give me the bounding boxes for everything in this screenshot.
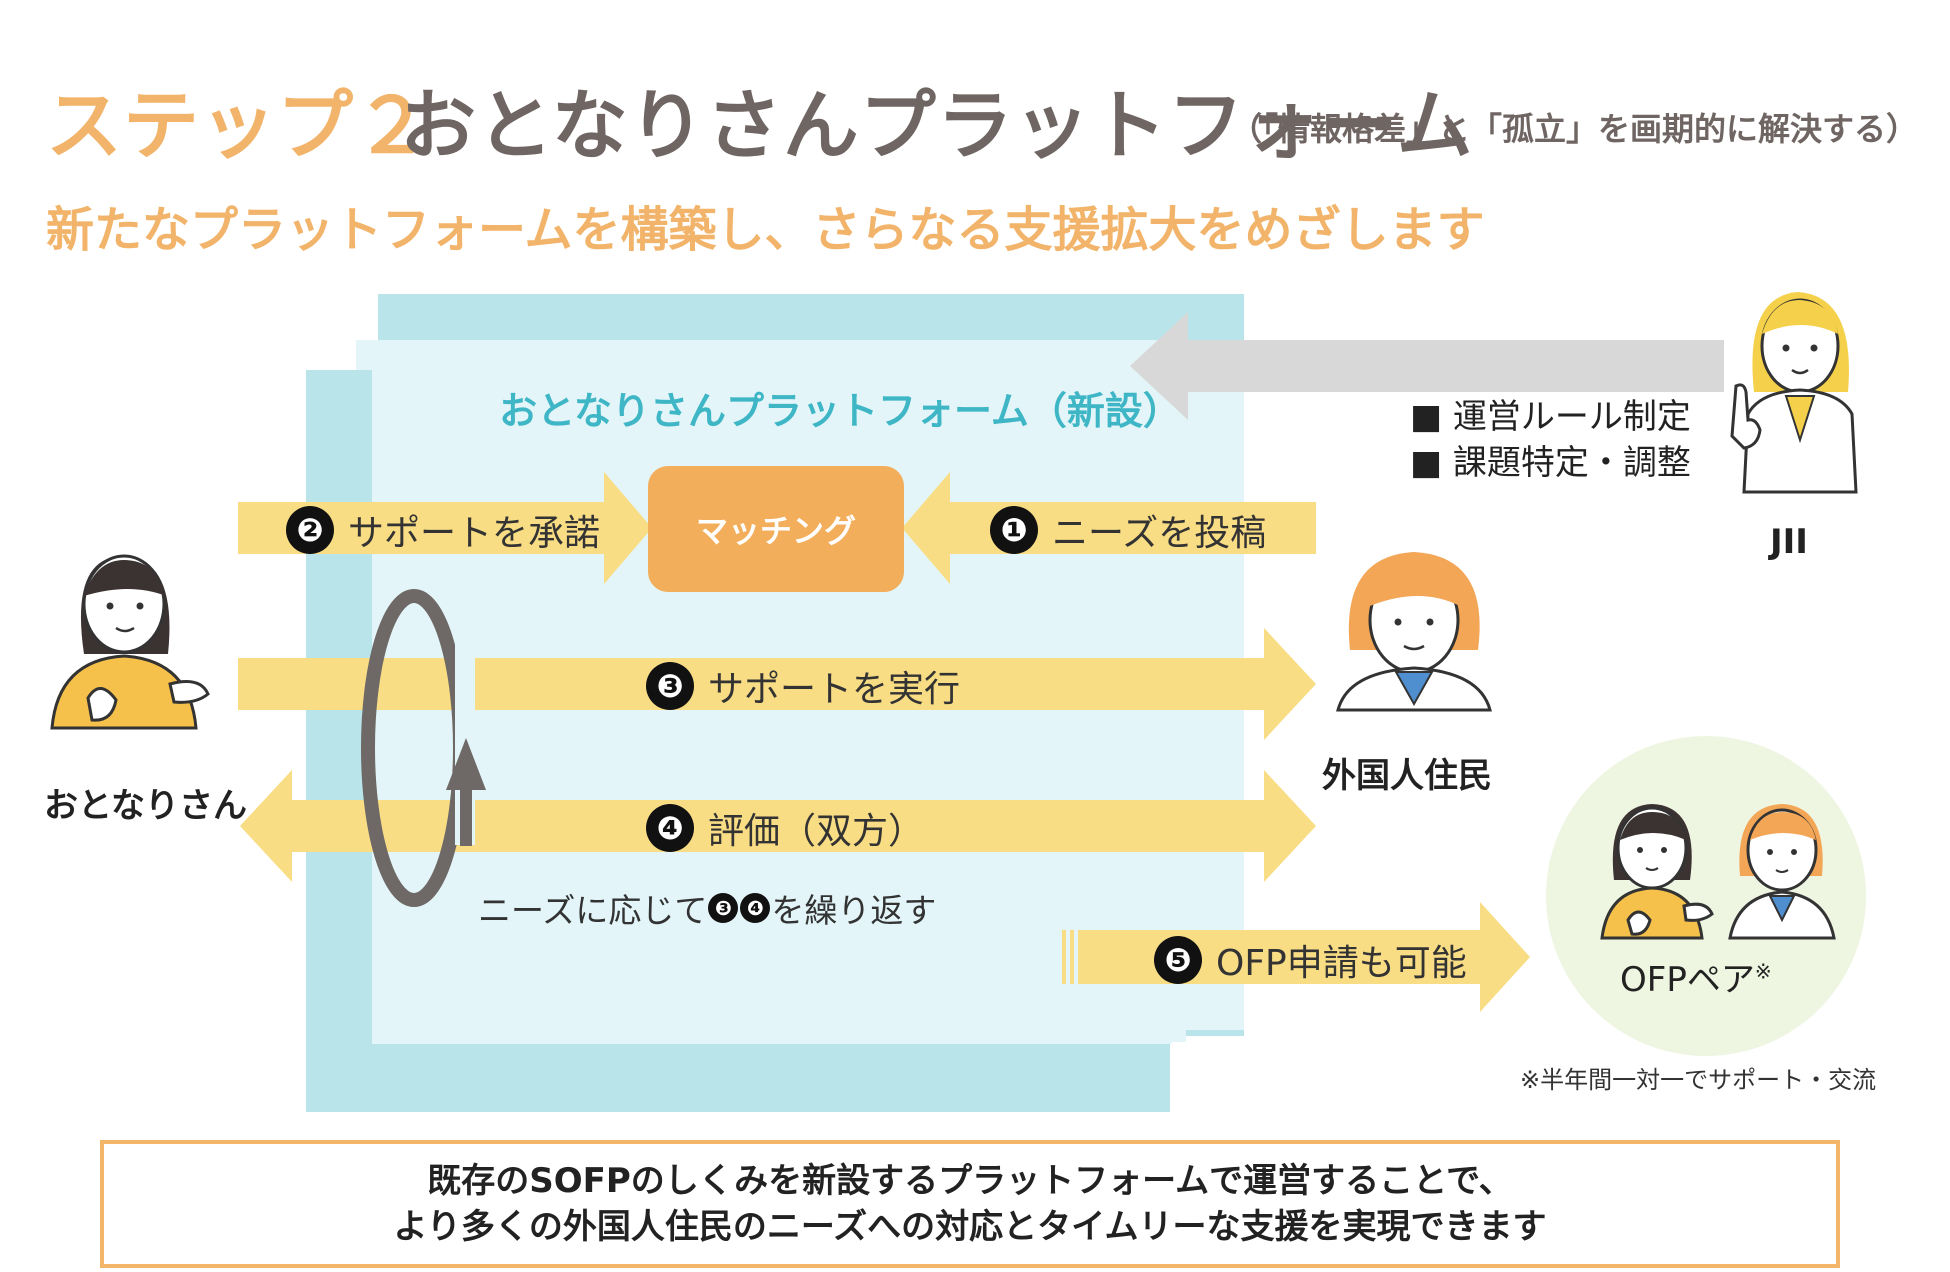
flow-label: サポートを承諾 bbox=[348, 504, 600, 556]
ofp-pair-footnote-mark: ※ bbox=[1755, 960, 1772, 984]
jii-task-item: ■ 課題特定・調整 bbox=[1410, 440, 1691, 486]
arrow-ofp-stripe-2 bbox=[1070, 930, 1074, 984]
jii-task-list: ■ 運営ルール制定 ■ 課題特定・調整 bbox=[1410, 394, 1691, 486]
flow-execute-support: ❸ サポートを実行 bbox=[646, 660, 960, 712]
flow-evaluation: ❹ 評価（双方） bbox=[646, 802, 924, 854]
repeat-loop-arrow-stem bbox=[460, 786, 472, 846]
platform-title: おとなりさんプラットフォーム（新設） bbox=[440, 380, 1240, 435]
flow-post-needs: ❶ ニーズを投稿 bbox=[990, 504, 1266, 556]
flow-label: 評価（双方） bbox=[708, 802, 924, 854]
arrow-ofp-stripe-1 bbox=[1062, 930, 1066, 984]
flow-label: サポートを実行 bbox=[708, 660, 960, 712]
summary-box: 既存のSOFPのしくみを新設するプラットフォームで運営することで、 より多くの外… bbox=[100, 1140, 1840, 1268]
repeat-prefix: ニーズに応じて bbox=[478, 884, 707, 932]
flow-support-accept: ❷ サポートを承諾 bbox=[286, 504, 600, 556]
jii-task-item: ■ 運営ルール制定 bbox=[1410, 394, 1691, 440]
ofp-pair-circle bbox=[1546, 736, 1866, 1056]
ofp-pair-name: OFPペア bbox=[1620, 960, 1755, 1000]
jii-label: JII bbox=[1770, 522, 1808, 562]
flow-label: ニーズを投稿 bbox=[1052, 504, 1266, 556]
resident-person-icon bbox=[1338, 552, 1490, 710]
step-number-5: ❺ bbox=[1154, 936, 1202, 984]
resident-label: 外国人住民 bbox=[1322, 748, 1492, 797]
neighbor-label: おとなりさん bbox=[44, 778, 247, 827]
summary-line: 既存のSOFPのしくみを新設するプラットフォームで運営することで、 bbox=[427, 1158, 1513, 1204]
step-number-3: ❸ bbox=[646, 662, 694, 710]
summary-line: より多くの外国人住民のニーズへの対応とタイムリーな支援を実現できます bbox=[394, 1204, 1547, 1250]
repeat-suffix: を繰り返す bbox=[771, 884, 936, 932]
jii-person-icon bbox=[1732, 292, 1856, 492]
repeat-instruction: ニーズに応じて ❸ ❹ を繰り返す bbox=[478, 884, 936, 932]
ofp-note: ※半年間一対一でサポート・交流 bbox=[1520, 1060, 1876, 1095]
flow-label: OFP申請も可能 bbox=[1216, 934, 1467, 986]
step-number-4: ❹ bbox=[646, 804, 694, 852]
flow-ofp-apply: ❺ OFP申請も可能 bbox=[1154, 934, 1467, 986]
step-number-2: ❷ bbox=[286, 506, 334, 554]
ofp-pair-label: OFPペア※ bbox=[1620, 952, 1772, 1001]
repeat-number-4: ❹ bbox=[740, 893, 770, 923]
step-number-1: ❶ bbox=[990, 506, 1038, 554]
repeat-number-3: ❸ bbox=[708, 893, 738, 923]
neighbor-person-icon bbox=[52, 556, 208, 728]
matching-box: マッチング bbox=[648, 466, 904, 592]
